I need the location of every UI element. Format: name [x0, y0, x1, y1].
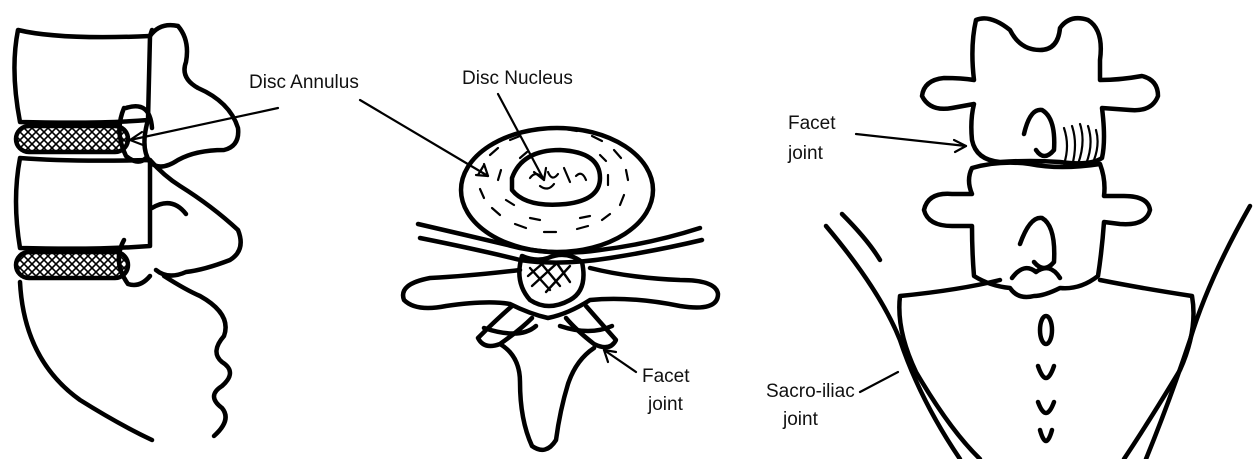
upper-posterior-elements [144, 25, 238, 166]
label-facet-joint-right-line2: joint [788, 143, 823, 165]
sacral-foramen-4 [1040, 430, 1052, 441]
label-facet-joint-right-line1: Facet [788, 113, 836, 135]
posterior-view-spine [826, 18, 1250, 459]
right-ilium [1146, 206, 1250, 459]
side-view-spine [14, 25, 240, 440]
disc-annulus-outer [461, 128, 653, 252]
upper-disc [16, 126, 128, 152]
sacral-foramen-3 [1038, 402, 1054, 413]
sacrum-outline [20, 282, 152, 440]
sacral-foramen-1 [1040, 316, 1052, 344]
left-ilium [826, 226, 960, 459]
label-facet-joint-mid-line1: Facet [642, 366, 690, 388]
label-disc-annulus: Disc Annulus [249, 72, 359, 94]
label-sacroiliac-line1: Sacro-iliac [766, 381, 855, 403]
label-sacroiliac-line2: joint [783, 409, 818, 431]
label-facet-joint-mid-line2: joint [648, 394, 683, 416]
lower-posterior-elements [150, 160, 241, 276]
label-disc-nucleus: Disc Nucleus [462, 68, 573, 90]
lower-vertebral-body [16, 158, 150, 249]
spinous-process [500, 344, 594, 450]
middle-posterior-vertebra [924, 163, 1150, 297]
posterior-wavy-line [164, 276, 230, 436]
facet-joint-right-leader [856, 134, 966, 146]
sacral-foramen-2 [1038, 366, 1054, 378]
lower-disc [16, 252, 128, 278]
sacroiliac-leader [860, 372, 898, 392]
